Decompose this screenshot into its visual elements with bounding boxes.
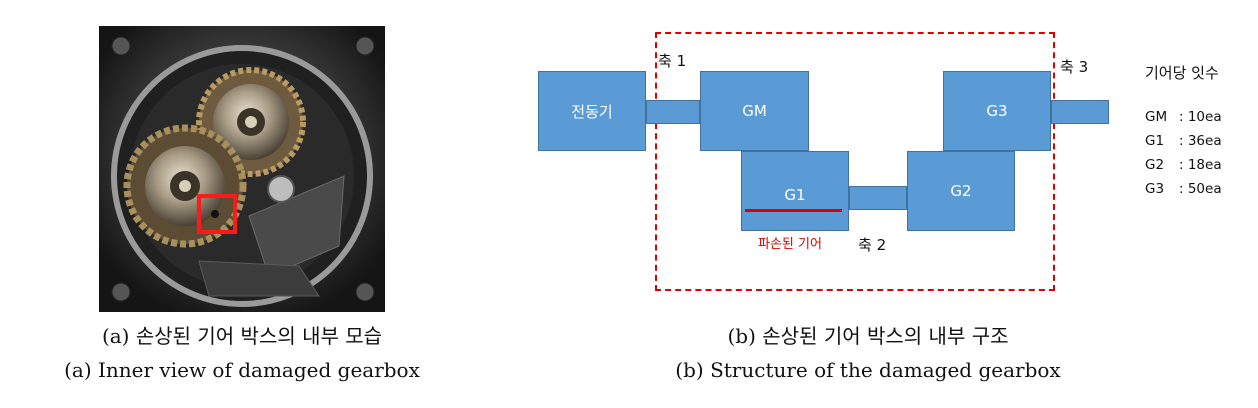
teeth-gear-value: : 10ea: [1179, 109, 1222, 125]
damage-highlight-box: [197, 194, 237, 234]
shaft-1-label: 축 1: [658, 52, 687, 70]
gear-gm-block: GM: [700, 71, 809, 151]
gear-g3-block: G3: [943, 71, 1051, 151]
shaft-3-label: 축 3: [1060, 58, 1089, 76]
teeth-count-legend: 기어당 잇수 GM : 10ea G1 : 36ea G2 : 18ea G3 : 50…: [1145, 62, 1222, 201]
shaft-2: [849, 186, 907, 210]
teeth-gear-name: GM: [1145, 109, 1168, 125]
teeth-gear-name: G2: [1145, 157, 1165, 173]
teeth-gear-value: : 50ea: [1179, 181, 1222, 197]
shaft-2-label: 축 2: [858, 236, 887, 254]
caption-b-english: (b) Structure of the damaged gearbox: [675, 358, 1061, 382]
teeth-row: GM : 10ea: [1145, 105, 1222, 129]
teeth-row: G1 : 36ea: [1145, 129, 1222, 153]
gearbox-photo: [99, 26, 385, 312]
teeth-gear-value: : 18ea: [1179, 157, 1222, 173]
teeth-gear-name: G3: [1145, 181, 1165, 197]
shaft-3: [1051, 100, 1109, 124]
teeth-row: G2 : 18ea: [1145, 153, 1222, 177]
gearbox-boundary: [655, 32, 1055, 291]
gear-g2-block: G2: [907, 151, 1015, 231]
gear-g1-block: G1: [741, 151, 849, 231]
lower-gear: [123, 124, 247, 248]
teeth-gear-name: G1: [1145, 133, 1165, 149]
teeth-title: 기어당 잇수: [1145, 64, 1219, 82]
teeth-gear-value: : 36ea: [1179, 133, 1222, 149]
caption-a-korean: (a) 손상된 기어 박스의 내부 모습: [101, 324, 383, 348]
caption-b-korean: (b) 손상된 기어 박스의 내부 구조: [727, 324, 1009, 348]
teeth-row: G3 : 50ea: [1145, 177, 1222, 201]
gearbox-structure-diagram: 전동기 GM G1 G2 G3 파손된 기어 축 1 축 2 축 3: [520, 20, 1120, 305]
caption-a-english: (a) Inner view of damaged gearbox: [64, 358, 420, 382]
damage-marker-line: [745, 209, 842, 212]
motor-block: 전동기: [538, 71, 646, 151]
shaft-1: [646, 100, 700, 124]
damaged-gear-label: 파손된 기어: [758, 237, 822, 252]
